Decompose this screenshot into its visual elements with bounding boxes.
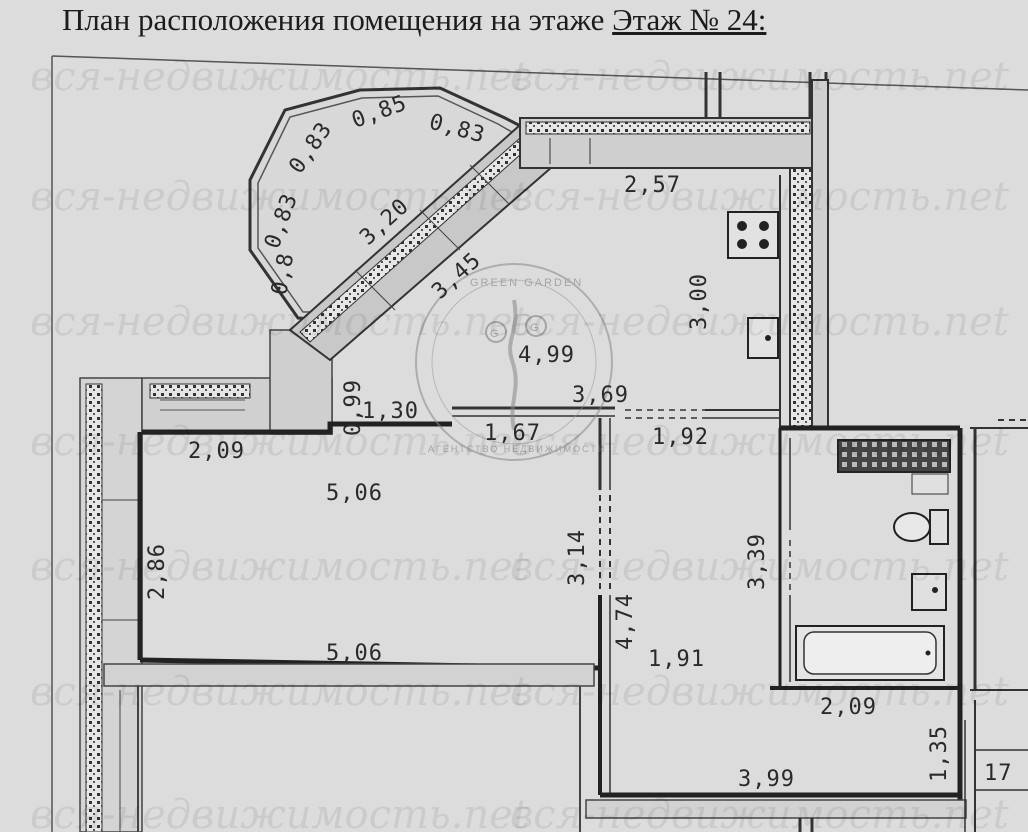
dim-room-bottom: 5,06 (326, 641, 383, 666)
kitchen-partition (452, 406, 780, 419)
dim-wall-seg: 1,67 (484, 421, 541, 446)
dim-bath-bottom: 2,09 (820, 695, 877, 720)
watermark-text: вся-недвижимость.net (510, 174, 1010, 220)
dim-step-v: 0,99 (341, 379, 366, 436)
dim-bath-v: 3,39 (745, 533, 770, 590)
dim-step-h: 1,30 (362, 399, 419, 424)
dim-corridor-v: 4,74 (613, 593, 638, 650)
kitchen-right-wall (779, 79, 829, 429)
logo-mark-left: G (490, 328, 501, 340)
logo-subtitle: АГЕНТСТВО НЕДВИЖИМОСТИ (428, 444, 606, 454)
exterior-wall-top (519, 72, 828, 169)
corridor-wall (598, 418, 611, 795)
page-border-top (51, 55, 1028, 91)
dim-hall-seg: 1,92 (652, 425, 709, 450)
dim-right-edge: 17 (984, 761, 1013, 786)
watermark-text: вся-недвижимость.net (30, 299, 530, 345)
watermark-text: вся-недвижимость.net (510, 792, 1010, 832)
balcony-diagonal-wall (288, 123, 562, 362)
agency-logo: G G GREEN GARDEN АГЕНТСТВО НЕДВИЖИМОСТИ (415, 263, 613, 461)
logo-mark-right: G (530, 322, 541, 334)
exterior-wall-left (79, 377, 143, 832)
watermark-text: вся-недвижимость.net (30, 54, 530, 100)
washbasin-icon (911, 573, 947, 611)
watermark-text: вся-недвижимость.net (30, 544, 530, 590)
neighbour-walls (964, 419, 1028, 832)
watermark-text: вся-недвижимость.net (510, 54, 1010, 100)
dim-kitchen-height: 3,00 (687, 273, 712, 330)
dim-kitchen-area: 4,99 (518, 343, 575, 368)
dim-kitchen-top: 2,57 (624, 173, 681, 198)
plan-title-text: План расположения помещения на этаже (62, 2, 605, 37)
dim-hall-bottom: 3,99 (738, 767, 795, 792)
dim-room-width: 5,06 (326, 481, 383, 506)
watermark-text: вся-недвижимость.net (510, 544, 1010, 590)
site-watermark: вся-недвижимость.net вся-недвижимость.ne… (30, 54, 1010, 832)
bathtub-icon (795, 625, 945, 681)
dim-door-h: 3,14 (565, 529, 590, 586)
watermark-text: вся-недвижимость.net (30, 174, 530, 220)
logo-name: GREEN GARDEN (470, 277, 583, 289)
plan-title: План расположения помещения на этаже Эта… (62, 2, 766, 38)
watermark-text: вся-недвижимость.net (510, 669, 1010, 715)
watermark-text: вся-недвижимость.net (510, 299, 1010, 345)
hall-bottom-wall (585, 792, 967, 832)
dim-room-side: 2,86 (145, 543, 170, 600)
watermark-text: вся-недвижимость.net (510, 419, 1010, 465)
stove-icon (727, 211, 779, 259)
dim-room-top: 2,09 (188, 439, 245, 464)
dim-right-v: 1,35 (927, 725, 952, 782)
toilet-icon (893, 509, 949, 545)
dim-kitchen-bottom: 3,69 (572, 383, 629, 408)
living-room-walls (103, 421, 599, 832)
watermark-text: вся-недвижимость.net (30, 419, 530, 465)
bathroom (770, 425, 963, 800)
watermark-text: вся-недвижимость.net (30, 669, 530, 715)
kitchen-sink-icon (747, 317, 779, 359)
dim-corridor-area: 1,91 (648, 647, 705, 672)
floor-number: Этаж № 24: (612, 2, 767, 37)
watermark-text: вся-недвижимость.net (30, 792, 530, 832)
